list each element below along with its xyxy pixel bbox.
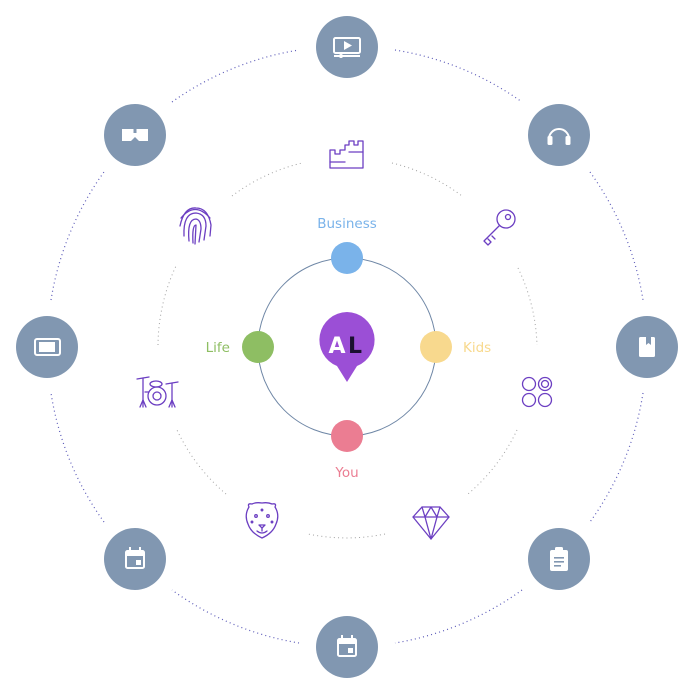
category-life[interactable]: Life	[206, 331, 274, 363]
logo-letter-a: A	[328, 334, 345, 359]
logo-letter-l: L	[348, 334, 362, 359]
life-label: Life	[206, 340, 230, 356]
castle-icon[interactable]	[329, 140, 364, 169]
outer-ring	[50, 49, 644, 644]
kids-dot	[420, 331, 452, 363]
apps-grid-icon[interactable]	[521, 376, 553, 408]
calendar-node-bottom[interactable]	[316, 616, 378, 678]
headphones-icon	[547, 128, 571, 145]
book-icon	[639, 337, 655, 357]
headphones-node[interactable]	[528, 104, 590, 166]
middle-ring	[157, 162, 538, 539]
tablet-icon	[34, 338, 61, 356]
business-label: Business	[317, 216, 377, 232]
calendar-icon	[337, 635, 357, 657]
vr-headset-node[interactable]	[104, 104, 166, 166]
drum-kit-icon[interactable]	[136, 376, 179, 408]
diamond-icon[interactable]	[412, 506, 450, 540]
video-player-icon	[333, 37, 361, 58]
calendar-icon	[125, 547, 145, 569]
calendar-node-left[interactable]	[104, 528, 166, 590]
center-logo[interactable]: A L	[319, 312, 375, 382]
key-icon[interactable]	[483, 209, 516, 246]
kids-label: Kids	[463, 340, 491, 356]
you-dot	[331, 420, 363, 452]
video-player-node[interactable]	[316, 16, 378, 78]
leopard-icon[interactable]	[245, 502, 279, 539]
vr-headset-icon	[122, 129, 148, 141]
category-you[interactable]: You	[331, 420, 363, 481]
you-label: You	[334, 465, 358, 481]
fingerprint-icon[interactable]	[179, 207, 212, 245]
logo-pin-icon	[319, 312, 375, 382]
category-business[interactable]: Business	[317, 216, 377, 274]
tablet-node[interactable]	[16, 316, 78, 378]
business-dot	[331, 242, 363, 274]
category-kids[interactable]: Kids	[420, 331, 491, 363]
life-dot	[242, 331, 274, 363]
book-node[interactable]	[616, 316, 678, 378]
clipboard-icon	[550, 547, 568, 571]
clipboard-node[interactable]	[528, 528, 590, 590]
